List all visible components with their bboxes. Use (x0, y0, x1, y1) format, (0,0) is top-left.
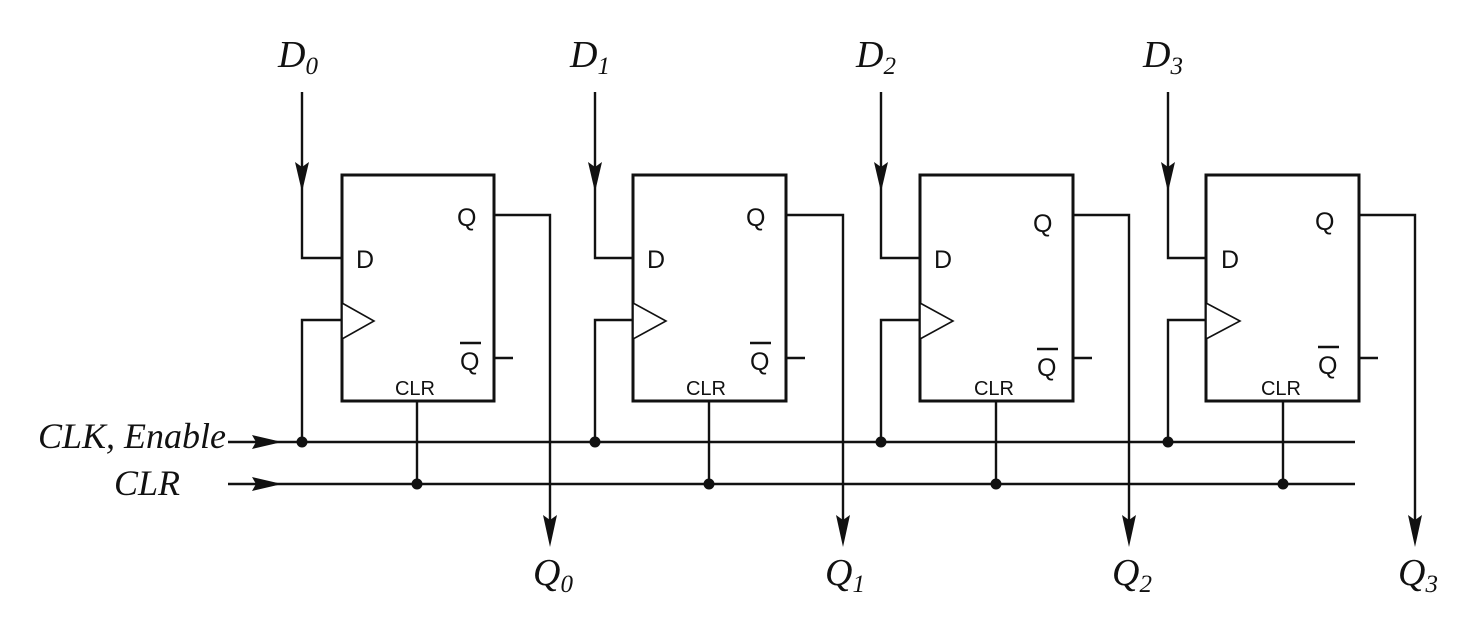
clr-label: CLR (114, 463, 180, 503)
d-pin-label-1: D (647, 246, 665, 274)
flip-flop-box-2 (918, 173, 1075, 403)
clr-pin-label-3: CLR (1261, 378, 1301, 400)
clk-enable-arrow-icon (252, 435, 282, 449)
q-bar-pin-label-0: Q (460, 348, 479, 376)
flip-flop-box-3 (1204, 173, 1361, 403)
flip-flop-2: D2 D Q Q CLR Q2 (855, 34, 1152, 598)
q-pin-label-2: Q (1033, 210, 1052, 238)
flip-flop-1: D1 D Q Q CLR Q1 (569, 34, 865, 598)
d-input-arrow-icon-0 (295, 162, 309, 192)
q-output-wire-3 (1359, 213, 1417, 527)
q-pin-label-1: Q (746, 204, 765, 232)
q-output-arrow-icon-3 (1408, 515, 1422, 547)
clr-junction-0 (411, 478, 423, 490)
flip-flop-3: D3 D Q Q CLR Q3 (1142, 34, 1438, 598)
clr-bus (228, 477, 1355, 491)
clr-pin-label-1: CLR (686, 378, 726, 400)
clr-junction-2 (990, 478, 1002, 490)
d-input-arrow-icon-2 (874, 162, 888, 192)
q-output-arrow-icon-1 (836, 515, 850, 547)
clock-input-icon-2 (919, 301, 955, 341)
clock-junction-1 (589, 436, 601, 448)
flip-flop-box-1 (631, 173, 788, 403)
clock-wire-3 (1166, 318, 1206, 442)
clk-enable-bus (228, 435, 1355, 449)
output-label-3: Q3 (1398, 552, 1438, 598)
q-pin-label-3: Q (1315, 208, 1334, 236)
input-label-2: D2 (855, 34, 896, 80)
d-input-arrow-icon-1 (588, 162, 602, 192)
clock-wire-1 (593, 318, 633, 442)
clr-pin-label-2: CLR (974, 378, 1014, 400)
q-bar-pin-label-2: Q (1037, 354, 1056, 382)
clock-junction-3 (1162, 436, 1174, 448)
clock-junction-2 (875, 436, 887, 448)
output-label-2: Q2 (1112, 552, 1152, 598)
d-pin-label-2: D (934, 246, 952, 274)
clock-input-icon-3 (1205, 301, 1242, 341)
q-output-arrow-icon-0 (543, 515, 557, 547)
q-output-wire-0 (494, 213, 552, 527)
d-input-arrow-icon-3 (1161, 162, 1175, 192)
d-pin-label-0: D (356, 246, 374, 274)
clr-arrow-icon (252, 477, 282, 491)
q-output-arrow-icon-2 (1122, 515, 1136, 547)
input-label-1: D1 (569, 34, 610, 80)
q-bar-pin-label-1: Q (750, 348, 769, 376)
clr-pin-label-0: CLR (395, 378, 435, 400)
d-pin-label-3: D (1221, 246, 1239, 274)
clock-input-icon-1 (632, 301, 668, 341)
q-output-wire-2 (1073, 213, 1131, 527)
input-label-3: D3 (1142, 34, 1183, 80)
clk-enable-label: CLK, Enable (38, 416, 226, 456)
input-label-0: D0 (277, 34, 318, 80)
d-input-wire-1 (593, 92, 633, 260)
clock-junction-0 (296, 436, 308, 448)
output-label-0: Q0 (533, 552, 573, 598)
output-label-1: Q1 (825, 552, 865, 598)
flip-flop-box-0 (340, 173, 496, 403)
clr-junction-1 (703, 478, 715, 490)
d-input-wire-2 (879, 92, 920, 260)
d-input-wire-3 (1166, 92, 1206, 260)
clock-input-icon-0 (341, 301, 376, 341)
d-input-wire-0 (300, 92, 342, 260)
clr-junction-3 (1277, 478, 1289, 490)
flip-flop-0: D0 D Q Q CLR Q0 (277, 34, 573, 598)
q-pin-label-0: Q (457, 204, 476, 232)
q-bar-pin-label-3: Q (1318, 352, 1337, 380)
clock-wire-2 (879, 318, 920, 442)
clock-wire-0 (300, 318, 342, 442)
q-output-wire-1 (786, 213, 845, 527)
